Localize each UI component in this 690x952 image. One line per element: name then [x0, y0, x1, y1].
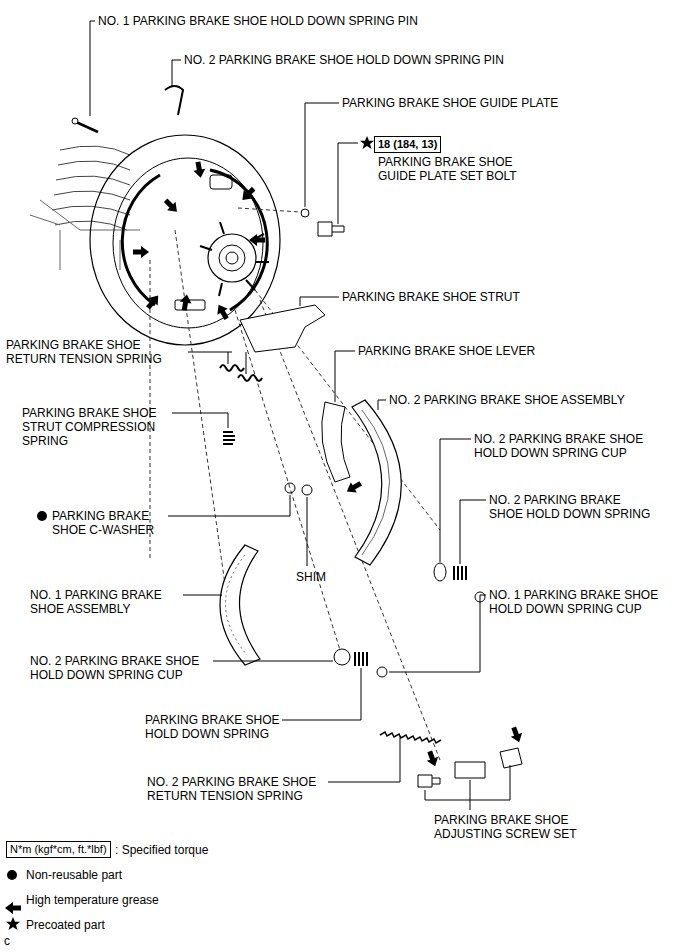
- pin-label: NO. 1 PARKING BRAKE SHOE HOLD DOWN SPRIN…: [98, 14, 418, 28]
- legend-text: : Specified torque: [115, 843, 208, 857]
- part-label: NO. 2 PARKING BRAKE SHOE HOLD DOWN SPRIN…: [474, 432, 664, 460]
- legend-text: Non-reusable part: [26, 868, 122, 882]
- part-label: PARKING BRAKE SHOE RETURN TENSION SPRING: [6, 338, 174, 366]
- part-label: PARKING BRAKE SHOE STRUT: [342, 290, 520, 304]
- part-label: PARKING BRAKE SHOE GUIDE PLATE SET BOLT: [378, 155, 538, 183]
- part-label: NO. 2 PARKING BRAKE SHOE RETURN TENSION …: [147, 775, 329, 803]
- part-label: SHIM: [296, 570, 326, 584]
- pin-label: NO. 2 PARKING BRAKE SHOE HOLD DOWN SPRIN…: [184, 53, 504, 67]
- part-label: NO. 1 PARKING BRAKE SHOE ASSEMBLY: [30, 588, 180, 616]
- part-label: NO. 2 PARKING BRAKE SHOE HOLD DOWN SPRIN…: [30, 654, 212, 682]
- legend-text: Precoated part: [26, 918, 105, 932]
- part-label: PARKING BRAKE SHOE GUIDE PLATE: [342, 96, 558, 110]
- figure-code: c: [4, 934, 10, 948]
- box-text: N*m (kgf*cm, ft.*lbf): [10, 843, 107, 855]
- legend-text: High temperature grease: [26, 893, 159, 907]
- torque-box: 18 (184, 13): [374, 136, 441, 153]
- part-label: PARKING BRAKE SHOE C-WASHER: [52, 509, 164, 537]
- part-label: PARKING BRAKE SHOE HOLD DOWN SPRING: [145, 713, 285, 741]
- part-label: PARKING BRAKE SHOE LEVER: [358, 344, 535, 358]
- torque-unit-box: N*m (kgf*cm, ft.*lbf): [6, 841, 111, 858]
- part-label: PARKING BRAKE SHOE STRUT COMPRESSION SPR…: [22, 406, 168, 448]
- part-label: PARKING BRAKE SHOE ADJUSTING SCREW SET: [434, 813, 594, 841]
- box-text: 18 (184, 13): [378, 138, 437, 150]
- part-label: NO. 2 PARKING BRAKE SHOE ASSEMBLY: [389, 393, 625, 407]
- part-label: NO. 1 PARKING BRAKE SHOE HOLD DOWN SPRIN…: [489, 588, 679, 616]
- part-label: NO. 2 PARKING BRAKE SHOE HOLD DOWN SPRIN…: [489, 493, 655, 521]
